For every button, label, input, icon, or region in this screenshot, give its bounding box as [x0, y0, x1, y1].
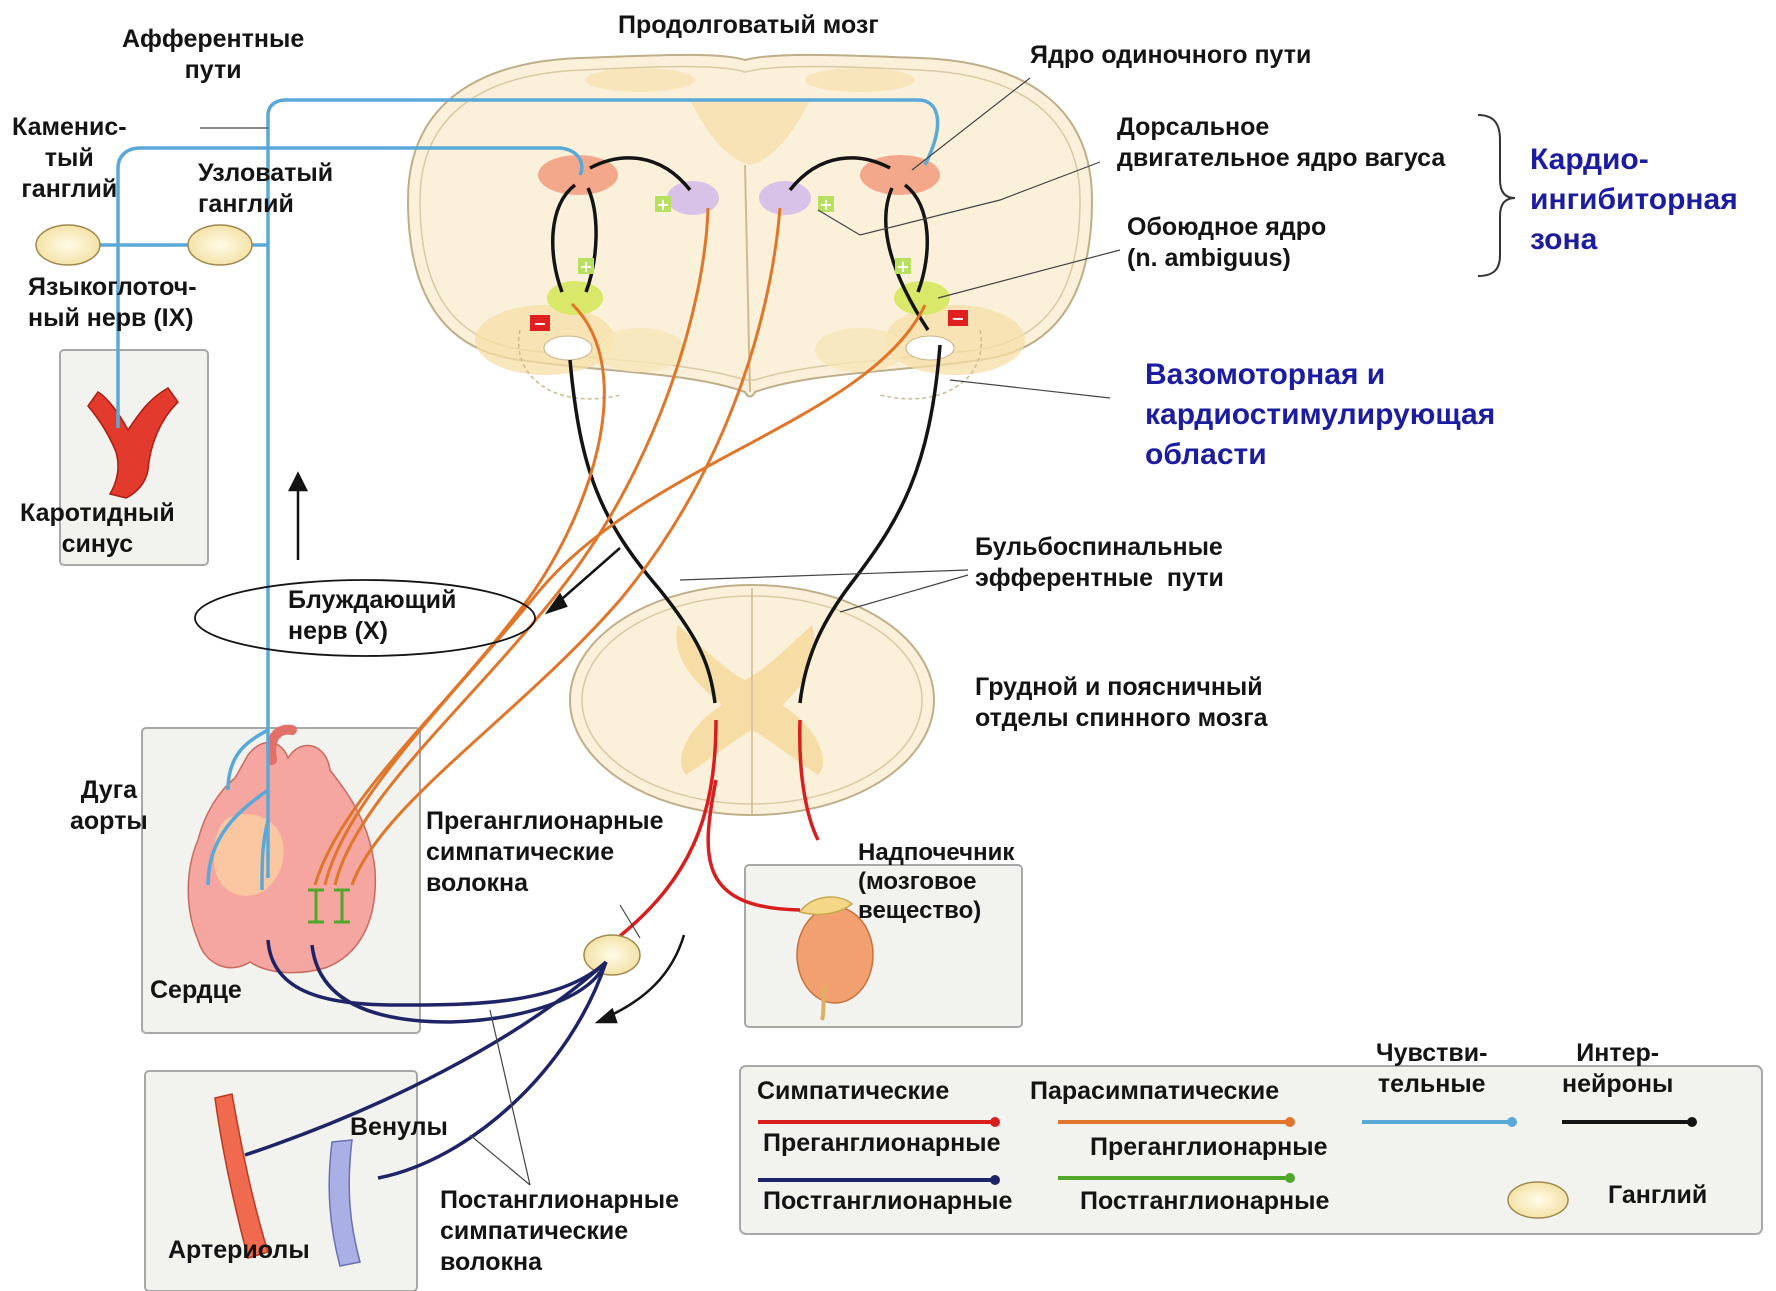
legend-parasympathetic-heading: Парасимпатические: [1030, 1076, 1279, 1107]
label-carotid-sinus: Каротидный синус: [20, 498, 175, 560]
label-nucleus-ambiguus: Обоюдное ядро (n. ambiguus): [1127, 212, 1326, 274]
legend-sensory-end: [1507, 1117, 1517, 1127]
legend-sympathetic-heading: Симпатические: [757, 1076, 949, 1107]
flow-arrow-ganglion-head: [598, 1010, 616, 1022]
label-nodose-ganglion: Узловатый ганглий: [198, 158, 333, 220]
cardioinhibitory-brace: [1478, 115, 1515, 276]
plus-sign-4: +: [896, 257, 909, 276]
label-arterioles: Артериолы: [168, 1235, 310, 1266]
label-postganglionic-sympathetic: Постанглионарные симпатические волокна: [440, 1185, 679, 1278]
legend-interneuron-end: [1687, 1117, 1697, 1127]
legend-para-post-end: [1285, 1173, 1295, 1183]
medulla-olive-left: [595, 328, 685, 372]
label-vagus-nerve: Блуждающий нерв (X): [288, 585, 456, 647]
vasomotor-nucleus-left: [544, 336, 592, 360]
label-adrenal-medulla: Надпочечник (мозговое вещество): [858, 838, 1014, 925]
label-heart: Сердце: [150, 975, 242, 1006]
legend-interneurons-heading: Интер- нейроны: [1562, 1038, 1673, 1100]
legend-sym-pre-label: Преганглионарные: [763, 1128, 1001, 1159]
sympathetic-ganglion: [584, 935, 640, 975]
plus-sign-2: +: [819, 195, 832, 214]
vasomotor-nucleus-right: [906, 336, 954, 360]
legend-para-pre-end: [1285, 1117, 1295, 1127]
petrosal-ganglion: [36, 225, 100, 265]
flow-arrow-down-left: [555, 548, 620, 605]
label-bulbospinal-paths: Бульбоспинальные эфферентные пути: [975, 532, 1224, 594]
plus-sign-1: +: [656, 195, 669, 214]
pointer-postganglionic-2: [490, 1010, 530, 1185]
label-vasomotor-area: Вазомоторная и кардиостимулирующая облас…: [1145, 355, 1495, 475]
spinal-cord-section: [570, 585, 934, 815]
label-solitary-nucleus: Ядро одиночного пути: [1030, 40, 1311, 71]
legend-para-pre-label: Преганглионарные: [1090, 1132, 1328, 1163]
pointer-bulbospinal-2: [840, 575, 968, 612]
legend-sym-post-label: Постганглионарные: [763, 1186, 1012, 1217]
pointer-bulbospinal-1: [680, 570, 968, 580]
label-afferent-paths: Афферентные пути: [122, 24, 304, 86]
minus-sign-2: −: [951, 309, 964, 328]
dorsal-vagus-nucleus-left: [667, 181, 719, 215]
nodose-ganglion: [188, 225, 252, 265]
label-spinal-cord: Грудной и поясничный отделы спинного моз…: [975, 672, 1268, 734]
label-glossopharyngeal-nerve: Языкоглоточ- ный нерв (IX): [28, 272, 197, 334]
label-cardioinhibitory-zone: Кардио- ингибиторная зона: [1530, 140, 1738, 260]
medulla-top-band-left: [585, 68, 695, 92]
ureter-shape: [822, 985, 825, 1020]
label-medulla: Продолговатый мозг: [618, 10, 879, 41]
legend-para-post-label: Постганглионарные: [1080, 1186, 1329, 1217]
label-petrosal-ganglion: Каменис- тый ганглий: [12, 112, 127, 205]
dorsal-vagus-nucleus-right: [759, 181, 811, 215]
medulla-top-band-right: [805, 68, 915, 92]
nucleus-ambiguus-left: [547, 281, 603, 315]
label-preganglionic-sympathetic: Преганглионарные симпатические волокна: [426, 806, 664, 899]
legend-ganglion-label: Ганглий: [1608, 1180, 1707, 1211]
plus-sign-3: +: [579, 257, 592, 276]
legend-sym-post-end: [990, 1175, 1000, 1185]
label-dorsal-vagus-nucleus: Дорсальное двигательное ядро вагуса: [1117, 112, 1445, 174]
legend-sensory-heading: Чувстви- тельные: [1376, 1038, 1487, 1100]
medulla-oblongata: [408, 55, 1092, 399]
label-venules: Венулы: [350, 1112, 448, 1143]
minus-sign-1: −: [533, 314, 546, 333]
flow-arrow-up-head: [290, 474, 306, 490]
legend-sym-pre-end: [990, 1117, 1000, 1127]
legend-ganglion-swatch: [1508, 1182, 1568, 1218]
pointer-postganglionic-1: [470, 1135, 530, 1185]
label-aortic-arch: Дуга аорты: [70, 775, 148, 837]
pointer-vasomotor: [950, 380, 1110, 398]
